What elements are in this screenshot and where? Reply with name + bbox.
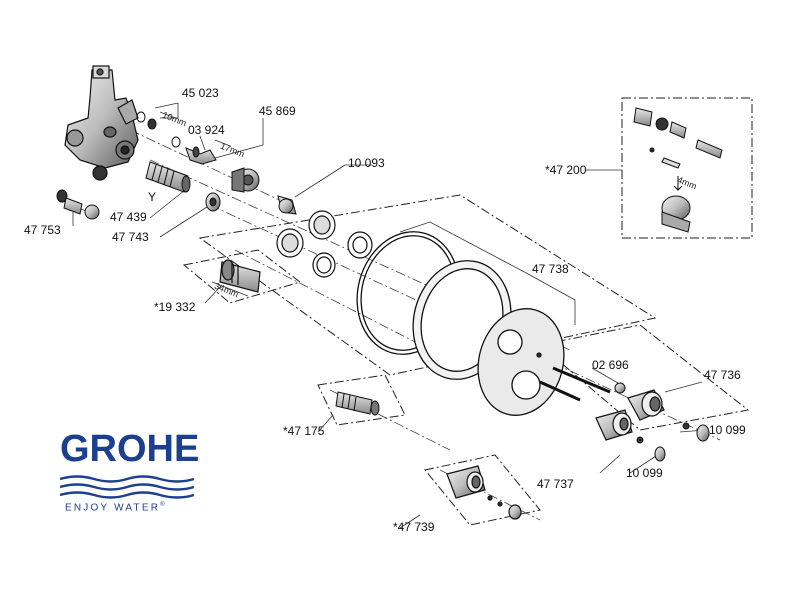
grohe-logo: GROHE ENJOY WATER® xyxy=(60,428,200,523)
part-47200-contents xyxy=(633,107,723,233)
box-47175 xyxy=(317,374,406,426)
label-47753: 47 753 xyxy=(24,223,61,237)
box-19332 xyxy=(182,249,302,304)
part-03924 xyxy=(171,136,217,165)
caps-10099 xyxy=(636,422,710,462)
dimension-lines xyxy=(159,111,249,297)
group-boxes xyxy=(182,97,753,526)
bushings xyxy=(276,210,373,278)
handle-47736 xyxy=(627,389,665,421)
label-47737: 47 737 xyxy=(537,477,574,491)
label-10099-a: 10 099 xyxy=(709,423,746,437)
label-10099-b: 10 099 xyxy=(626,466,663,480)
box-47200 xyxy=(621,97,753,239)
label-02696: 02 696 xyxy=(592,358,629,372)
label-47200: *47 200 xyxy=(545,163,587,177)
screws xyxy=(539,366,626,402)
axis-marker-y: Y xyxy=(148,190,157,204)
label-47739: *47 739 xyxy=(393,520,435,534)
label-45869: 45 869 xyxy=(259,104,296,118)
label-10093: 10 093 xyxy=(348,156,385,170)
wave-lines-icon xyxy=(60,475,194,499)
box-handle xyxy=(538,324,750,431)
brand-tagline: ENJOY WATER® xyxy=(65,502,165,514)
label-47736: 47 736 xyxy=(704,368,741,382)
label-45023: 45 023 xyxy=(182,86,219,100)
part-47753 xyxy=(56,189,100,220)
box-47739 xyxy=(424,454,541,526)
cartridge-47439 xyxy=(145,161,191,193)
part-47743 xyxy=(205,192,221,212)
box-cover xyxy=(198,194,657,376)
part-10093 xyxy=(277,195,297,215)
part-47175 xyxy=(335,391,380,416)
label-47738: 47 738 xyxy=(532,262,569,276)
part-47739 xyxy=(446,465,522,520)
leader-lines xyxy=(72,102,706,529)
part-45023 xyxy=(136,111,157,130)
label-47439: 47 439 xyxy=(110,210,147,224)
brand-name: GROHE xyxy=(60,428,200,470)
label-19332: *19 332 xyxy=(154,300,196,314)
valve-body xyxy=(64,65,139,181)
label-47175: *47 175 xyxy=(283,424,325,438)
part-19332 xyxy=(219,259,261,293)
label-03924: 03 924 xyxy=(188,123,225,137)
handle-47737 xyxy=(595,409,633,441)
part-45869 xyxy=(231,167,260,193)
label-47743: 47 743 xyxy=(112,230,149,244)
